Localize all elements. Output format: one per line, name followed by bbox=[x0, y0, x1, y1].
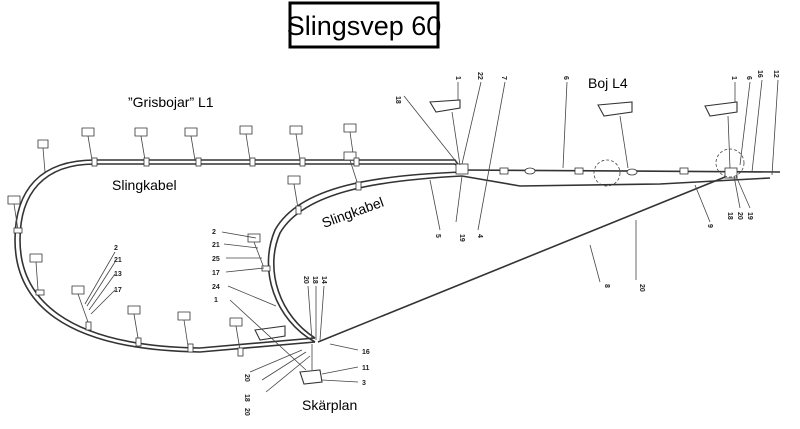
part-number: 24 bbox=[212, 284, 220, 291]
junction-left bbox=[455, 163, 469, 175]
part-number: 20 bbox=[243, 408, 250, 416]
boj-l4-right bbox=[704, 101, 738, 169]
label-skarplan: Skärplan bbox=[302, 397, 357, 413]
label-slingkabel-1: Slingkabel bbox=[112, 177, 177, 193]
part-number: 18 bbox=[394, 96, 401, 104]
part-number: 5 bbox=[434, 234, 441, 238]
part-number: 16 bbox=[756, 70, 763, 78]
part-number: 2 bbox=[212, 229, 216, 236]
label-slingkabel-2: Slingkabel bbox=[320, 194, 386, 231]
part-number: 14 bbox=[320, 276, 327, 284]
inner-loop-cable bbox=[267, 171, 463, 343]
part-number: 21 bbox=[114, 257, 122, 264]
boj-l4-left bbox=[429, 99, 461, 166]
junction-right bbox=[724, 167, 738, 179]
part-number: 18 bbox=[311, 276, 318, 284]
part-number: 22 bbox=[476, 72, 483, 80]
part-number: 1 bbox=[214, 297, 218, 304]
part-number: 20 bbox=[243, 374, 250, 382]
outer-loop-cable-inner bbox=[19, 163, 463, 349]
diagonal-tow-cable bbox=[317, 174, 731, 343]
label-grisbojar: ”Grisbojar” L1 bbox=[128, 94, 214, 110]
part-number: 20 bbox=[638, 284, 645, 292]
part-number: 18 bbox=[243, 394, 250, 402]
part-number: 20 bbox=[302, 276, 309, 284]
part-number: 17 bbox=[212, 270, 220, 277]
part-number: 4 bbox=[476, 234, 483, 238]
part-number: 8 bbox=[603, 284, 610, 288]
part-number: 2 bbox=[114, 245, 118, 252]
part-number: 25 bbox=[212, 256, 220, 263]
part-number: 20 bbox=[736, 212, 743, 220]
part-number: 11 bbox=[362, 365, 370, 372]
part-number: 19 bbox=[746, 212, 753, 220]
part-number: 19 bbox=[458, 234, 465, 242]
part-number: 13 bbox=[114, 271, 122, 278]
part-number: 16 bbox=[362, 349, 370, 356]
label-boj-l4: Boj L4 bbox=[588, 75, 628, 91]
grisbojar-floats bbox=[7, 123, 359, 351]
part-number: 7 bbox=[500, 76, 507, 80]
detail-circle-2 bbox=[715, 148, 745, 178]
skarplan-board bbox=[299, 344, 323, 385]
title-box bbox=[288, 1, 440, 49]
detail-circle-1 bbox=[593, 159, 621, 187]
part-number: 17 bbox=[114, 287, 122, 294]
part-number: 18 bbox=[726, 212, 733, 220]
part-number: 3 bbox=[362, 380, 366, 387]
loop-connectors bbox=[13, 157, 362, 357]
diagram-title: Slingsvep 60 bbox=[287, 11, 442, 41]
inner-loop-cable-inner bbox=[272, 175, 463, 339]
part-number: 1 bbox=[454, 76, 461, 80]
boj-bottom bbox=[254, 325, 286, 341]
leader-lines bbox=[84, 79, 779, 393]
outer-loop-cable bbox=[14, 159, 463, 353]
part-number: 6 bbox=[562, 76, 569, 80]
part-number: 1 bbox=[730, 76, 737, 80]
main-cable-floats bbox=[499, 167, 689, 176]
part-number: 21 bbox=[212, 242, 220, 249]
part-number: 9 bbox=[706, 224, 713, 228]
part-number: 12 bbox=[772, 70, 779, 78]
part-number: 6 bbox=[745, 76, 752, 80]
boj-l4-mid bbox=[597, 101, 633, 169]
